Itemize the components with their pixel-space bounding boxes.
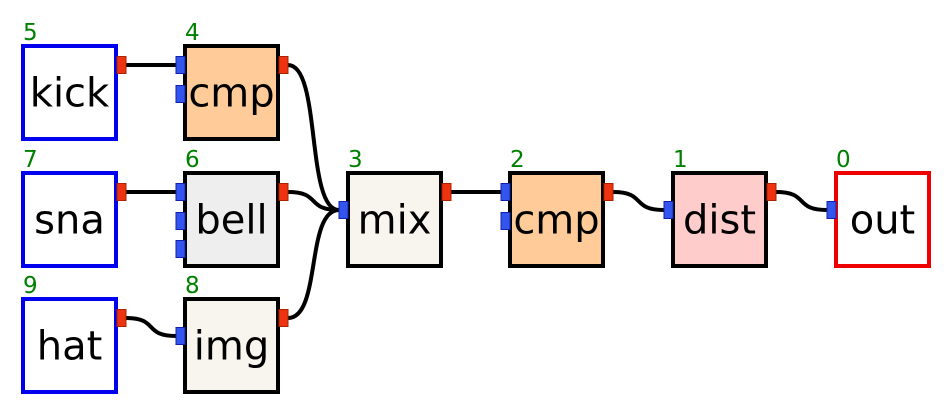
input-port-0[interactable] <box>175 183 186 201</box>
node-name-label: dist <box>683 198 756 244</box>
wires-layer <box>125 63 828 338</box>
node-index-label: 4 <box>185 20 200 46</box>
node-box[interactable] <box>183 171 280 268</box>
node-box[interactable] <box>834 171 931 268</box>
node-index-label: 1 <box>673 147 688 173</box>
node-index-label: 6 <box>185 147 200 173</box>
input-port-0[interactable] <box>338 201 349 219</box>
node-box[interactable] <box>21 171 118 268</box>
wire-cmp2-to-dist <box>612 190 665 212</box>
node-cmp4[interactable]: 4 cmp <box>175 20 289 141</box>
node-box[interactable] <box>21 44 118 141</box>
node-index-label: 2 <box>510 147 525 173</box>
node-box[interactable] <box>183 44 280 141</box>
node-index-label: 5 <box>23 20 38 46</box>
node-box[interactable] <box>508 171 605 268</box>
node-index-label: 8 <box>185 273 200 299</box>
nodes-layer: 5 kick 7 sna 9 hat 4 cmp 6 bell 8 img 3 mix 2 cmp 1 dist 0… <box>21 20 931 394</box>
node-name-label: kick <box>30 71 110 117</box>
node-hat[interactable]: 9 hat <box>21 273 127 394</box>
node-img[interactable]: 8 img <box>175 273 289 394</box>
input-port-2[interactable] <box>175 240 186 258</box>
wire-hat-to-img <box>125 316 177 338</box>
input-port-0[interactable] <box>175 56 186 74</box>
input-port-1[interactable] <box>175 212 186 230</box>
wire-img-to-mix <box>287 208 340 320</box>
output-port[interactable] <box>603 183 614 201</box>
output-port[interactable] <box>116 309 127 327</box>
node-out[interactable]: 0 out <box>826 147 931 268</box>
output-port[interactable] <box>278 183 289 201</box>
output-port[interactable] <box>278 56 289 74</box>
node-index-label: 3 <box>348 147 363 173</box>
output-port[interactable] <box>441 183 452 201</box>
node-name-label: cmp <box>513 198 599 244</box>
node-index-label: 7 <box>23 147 38 173</box>
input-port-1[interactable] <box>175 85 186 103</box>
input-port-0[interactable] <box>826 201 837 219</box>
node-dist[interactable]: 1 dist <box>663 147 777 268</box>
node-mix[interactable]: 3 mix <box>338 147 452 268</box>
node-cmp2[interactable]: 2 cmp <box>500 147 614 268</box>
node-name-label: out <box>850 198 916 244</box>
output-port[interactable] <box>116 183 127 201</box>
node-box[interactable] <box>671 171 768 268</box>
node-name-label: cmp <box>188 71 274 117</box>
node-name-label: img <box>194 324 269 370</box>
output-port[interactable] <box>766 183 777 201</box>
node-name-label: bell <box>195 198 267 244</box>
wire-cmp4-to-mix <box>287 63 340 212</box>
node-bell[interactable]: 6 bell <box>175 147 289 268</box>
input-port-0[interactable] <box>663 201 674 219</box>
node-name-label: mix <box>358 198 432 244</box>
output-port[interactable] <box>116 56 127 74</box>
output-port[interactable] <box>278 309 289 327</box>
input-port-1[interactable] <box>500 212 511 230</box>
node-kick[interactable]: 5 kick <box>21 20 127 141</box>
wire-dist-to-out <box>775 190 828 212</box>
node-name-label: hat <box>37 324 103 370</box>
node-box[interactable] <box>346 171 443 268</box>
input-port-0[interactable] <box>500 183 511 201</box>
node-box[interactable] <box>21 297 118 394</box>
node-box[interactable] <box>183 297 280 394</box>
node-sna[interactable]: 7 sna <box>21 147 127 268</box>
node-name-label: sna <box>34 198 105 244</box>
node-index-label: 9 <box>23 273 38 299</box>
input-port-0[interactable] <box>175 327 186 345</box>
wire-bell-to-mix <box>287 190 340 212</box>
node-index-label: 0 <box>836 147 851 173</box>
